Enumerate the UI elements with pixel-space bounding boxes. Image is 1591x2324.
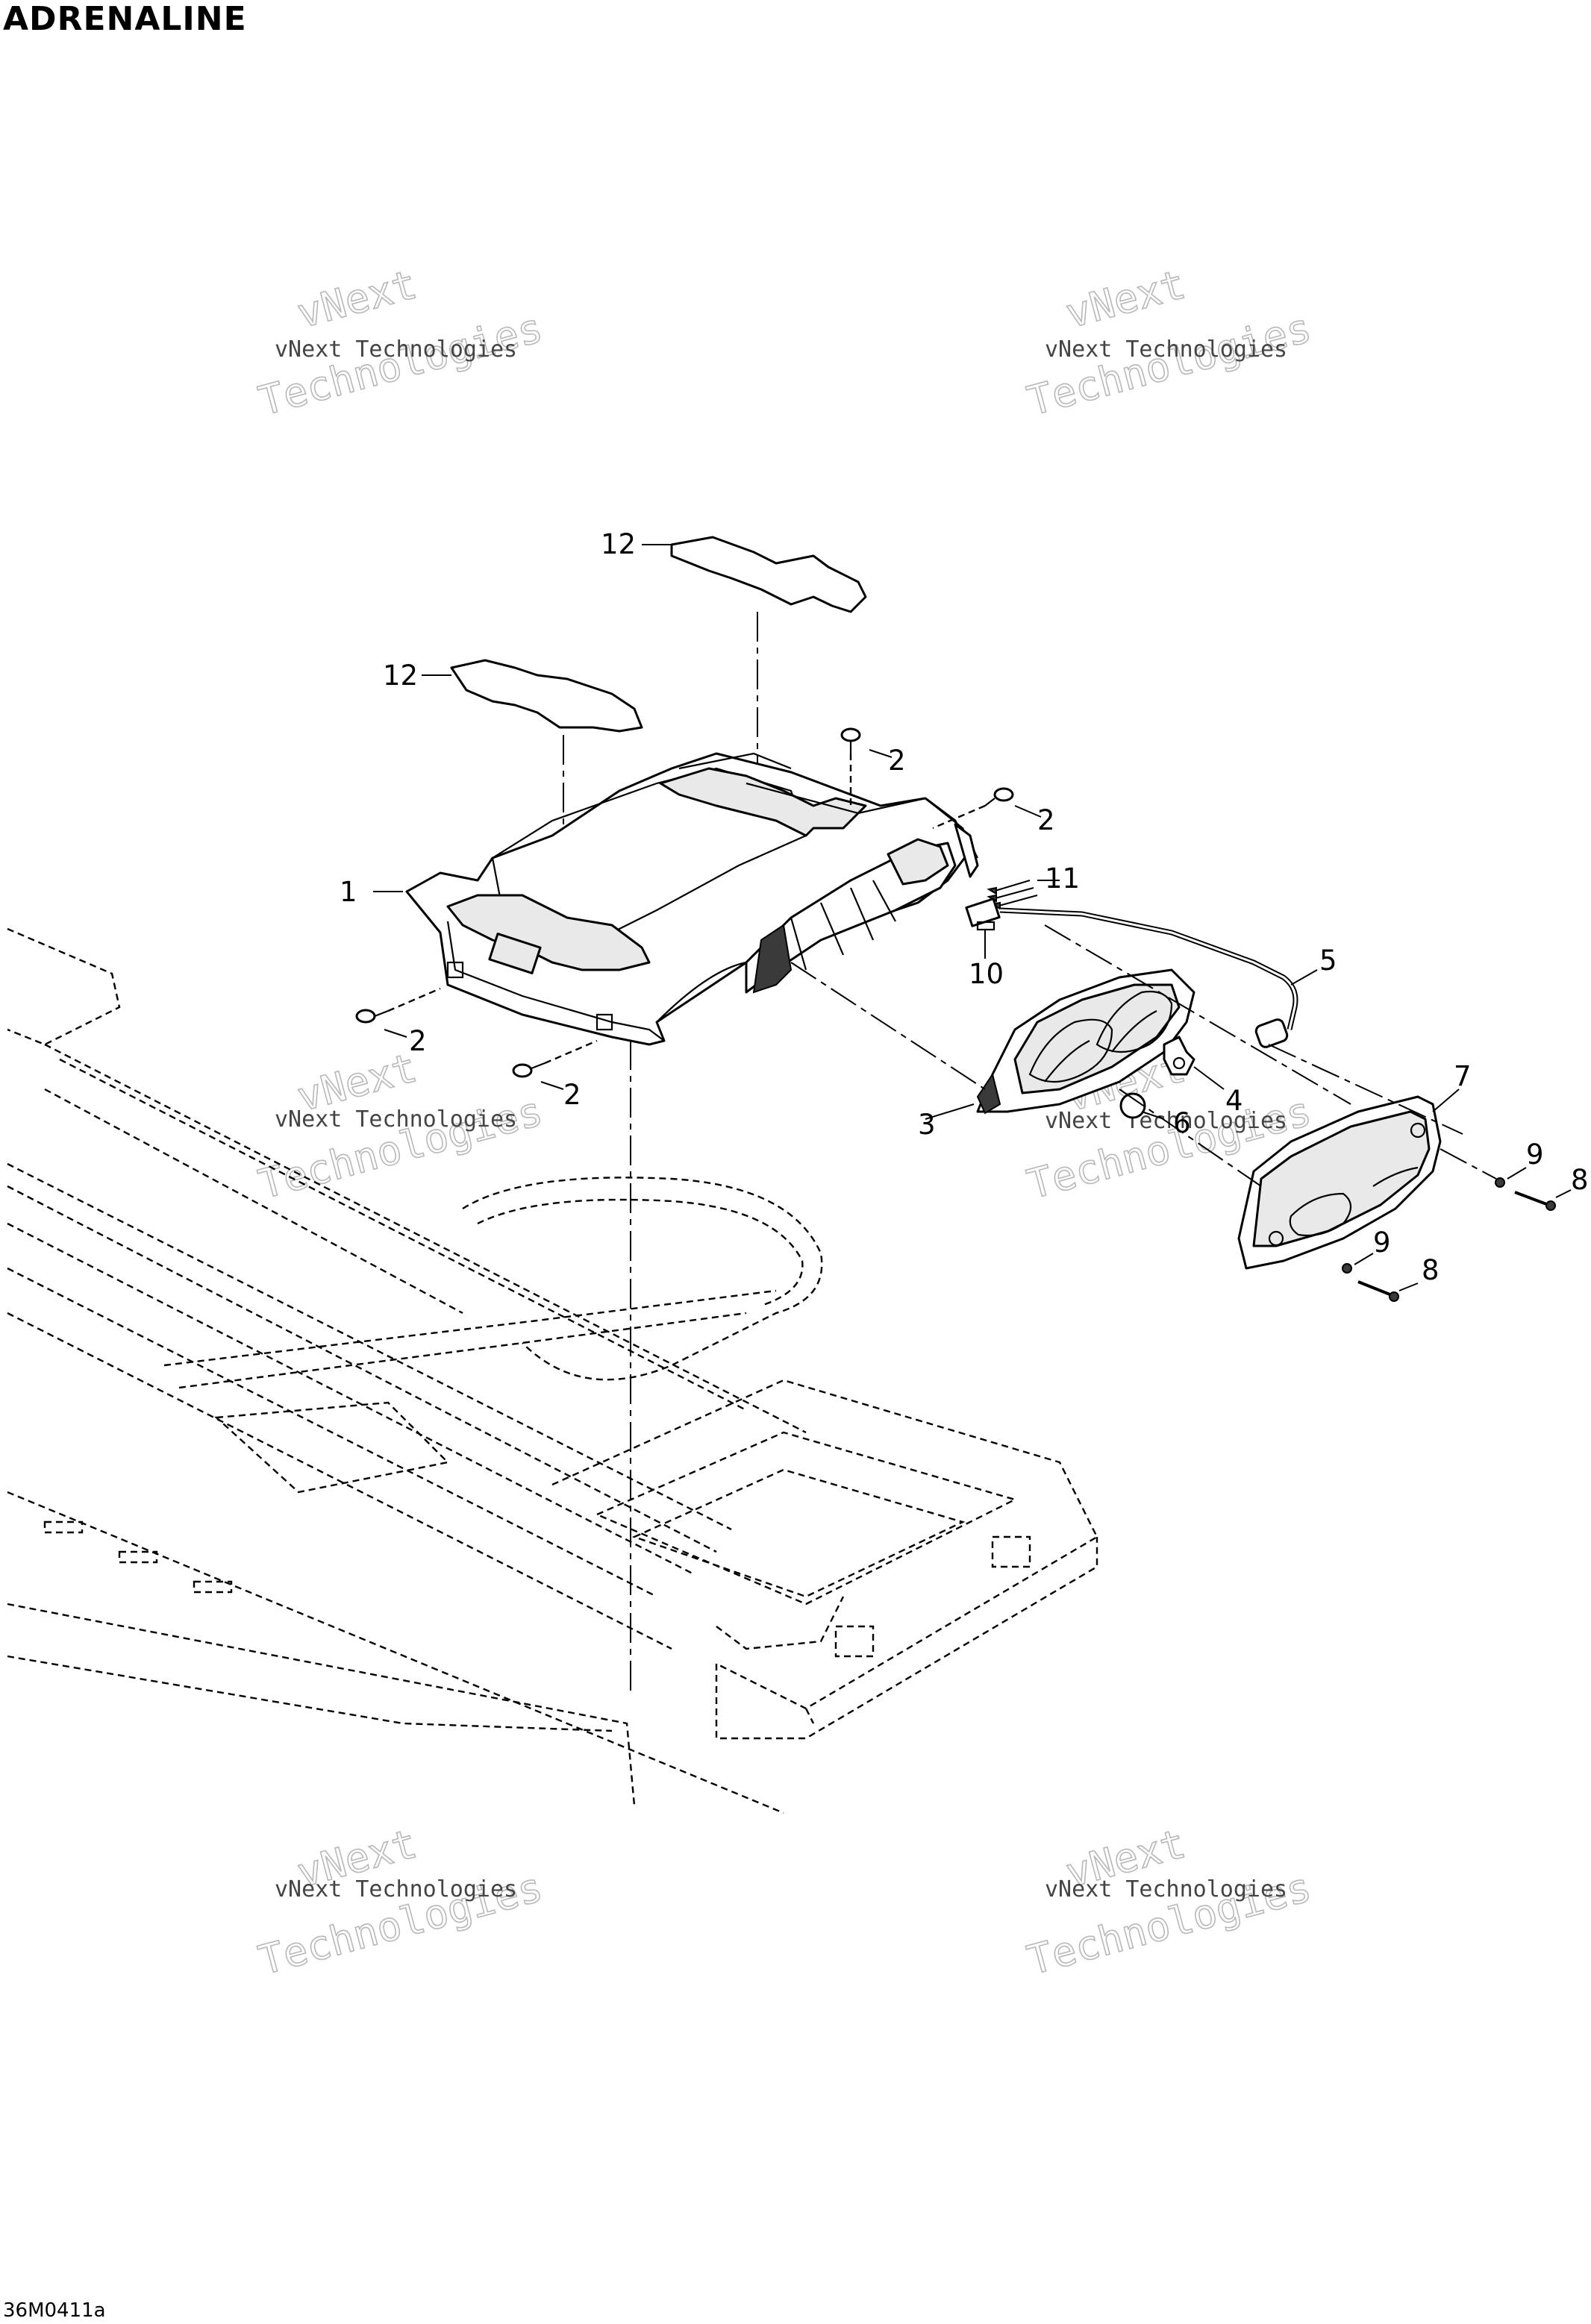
- part-3-light-housing: [976, 968, 1195, 1115]
- assembly-line-upper-to-lens: [1044, 924, 1351, 1105]
- part-12-pad-lower: [450, 659, 643, 733]
- callout-8-upper: 8: [1571, 1164, 1589, 1196]
- assembly-line-light-to-lens: [1119, 1089, 1262, 1187]
- callout-4: 4: [1225, 1085, 1243, 1117]
- watermark-line3: Technologies: [254, 1088, 547, 1209]
- watermark-top-left-caption: vNext Technologies: [275, 336, 517, 363]
- part-9-nut-lower: [1342, 1263, 1352, 1274]
- document-code: 36M0411a: [3, 2299, 106, 2322]
- callout-9-lower: 9: [1373, 1227, 1391, 1259]
- callout-3: 3: [918, 1109, 936, 1141]
- callout-2-b: 2: [1037, 804, 1055, 836]
- watermark-bottom-right-caption: vNext Technologies: [1045, 1876, 1287, 1902]
- part-8-screw-lower: [1357, 1280, 1399, 1302]
- part-10-connector: [965, 898, 1001, 931]
- assembly-line-wire: [1268, 1044, 1463, 1135]
- callout-2-d: 2: [563, 1079, 581, 1111]
- callout-7: 7: [1454, 1060, 1472, 1092]
- chassis-tunnel-phantom: [7, 927, 1098, 1814]
- part-1-housing: [405, 752, 979, 1046]
- assembly-line-lens-screw: [1440, 1148, 1497, 1180]
- callout-8-lower: 8: [1422, 1254, 1440, 1286]
- part-6-bulb: [1119, 1092, 1146, 1119]
- watermark-mid-left-caption: vNext Technologies: [275, 1106, 517, 1133]
- callout-12-lower: 12: [383, 660, 418, 692]
- part-9-nut-upper: [1495, 1177, 1505, 1188]
- page-title: ADRENALINE: [3, 0, 247, 38]
- part-2-screw-b: [932, 787, 1014, 830]
- watermark-bottom-left-caption: vNext Technologies: [275, 1876, 517, 1902]
- callout-12-upper: 12: [601, 528, 636, 560]
- part-2-screw-c: [355, 987, 441, 1024]
- callout-11: 11: [1045, 862, 1080, 895]
- callout-5: 5: [1319, 945, 1337, 977]
- part-11-terminals: [987, 879, 1038, 910]
- assembly-line-housing-to-light: [790, 962, 986, 1090]
- part-2-screw-d: [512, 1039, 598, 1078]
- callout-leaders: [373, 544, 1572, 1291]
- callout-2-a: 2: [888, 745, 906, 777]
- part-7-lens: [1237, 1095, 1442, 1270]
- part-5-wire-harness: [999, 907, 1298, 1048]
- callout-10: 10: [969, 958, 1004, 990]
- watermark-top-right: vNext Technologies: [1022, 260, 1317, 425]
- callout-1: 1: [340, 876, 357, 908]
- watermark-line3: Technologies: [1022, 304, 1316, 425]
- part-2-screw-a: [840, 727, 861, 806]
- callout-2-c: 2: [409, 1025, 427, 1057]
- part-12-pad-upper: [670, 536, 867, 613]
- callout-6: 6: [1173, 1107, 1191, 1139]
- part-4-bracket: [1163, 1036, 1195, 1076]
- watermark-line1: vNext: [1061, 260, 1190, 337]
- callout-9-upper: 9: [1526, 1138, 1544, 1171]
- watermark-top-right-caption: vNext Technologies: [1045, 336, 1287, 363]
- watermark-line1: vNext: [293, 260, 422, 337]
- watermark-line3: Technologies: [254, 304, 547, 425]
- part-8-screw-upper: [1514, 1191, 1556, 1211]
- watermark-top-left: vNext Technologies vNext: [254, 260, 548, 425]
